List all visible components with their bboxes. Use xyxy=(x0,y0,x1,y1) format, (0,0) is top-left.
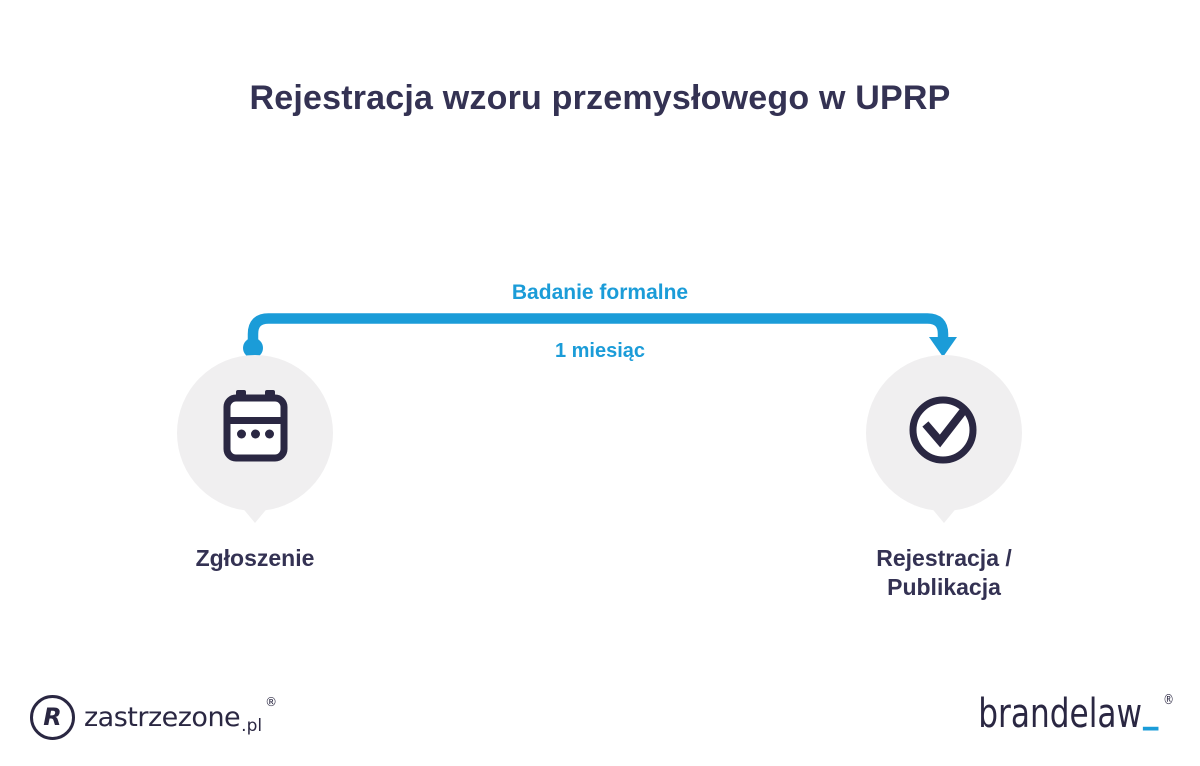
timeline-arrow-line xyxy=(247,313,949,347)
phase-label: Badanie formalne xyxy=(511,281,689,304)
brandelaw-underscore: _ xyxy=(1142,685,1159,731)
step-label-rejestracja-publikacja: Rejestracja / Publikacja xyxy=(876,545,1012,600)
page-title: Rejestracja wzoru przemysłowego w UPRP xyxy=(249,79,951,117)
step-label-zgloszenie: Zgłoszenie xyxy=(195,545,315,571)
registered-mark: ® xyxy=(1163,692,1174,708)
step-bubble-end xyxy=(866,355,1022,523)
step-bubble-start xyxy=(177,355,333,523)
arrow-head-icon xyxy=(929,337,957,357)
brandelaw-logo: brandelaw _ ® xyxy=(978,688,1174,737)
duration-label: 1 miesiąc xyxy=(554,340,646,362)
zastrzezone-tld: .pl xyxy=(241,716,263,736)
calendar-icon xyxy=(223,390,288,462)
registered-mark: ® xyxy=(265,695,278,709)
circled-r-icon: R xyxy=(30,695,75,740)
check-circle-icon xyxy=(909,396,977,464)
brandelaw-wordmark: brandelaw xyxy=(978,691,1143,737)
zastrzezone-wordmark: zastrzezone xyxy=(84,702,241,733)
zastrzezone-logo: R zastrzezone .pl ® xyxy=(30,695,277,740)
arrow-start-dot xyxy=(243,338,263,358)
